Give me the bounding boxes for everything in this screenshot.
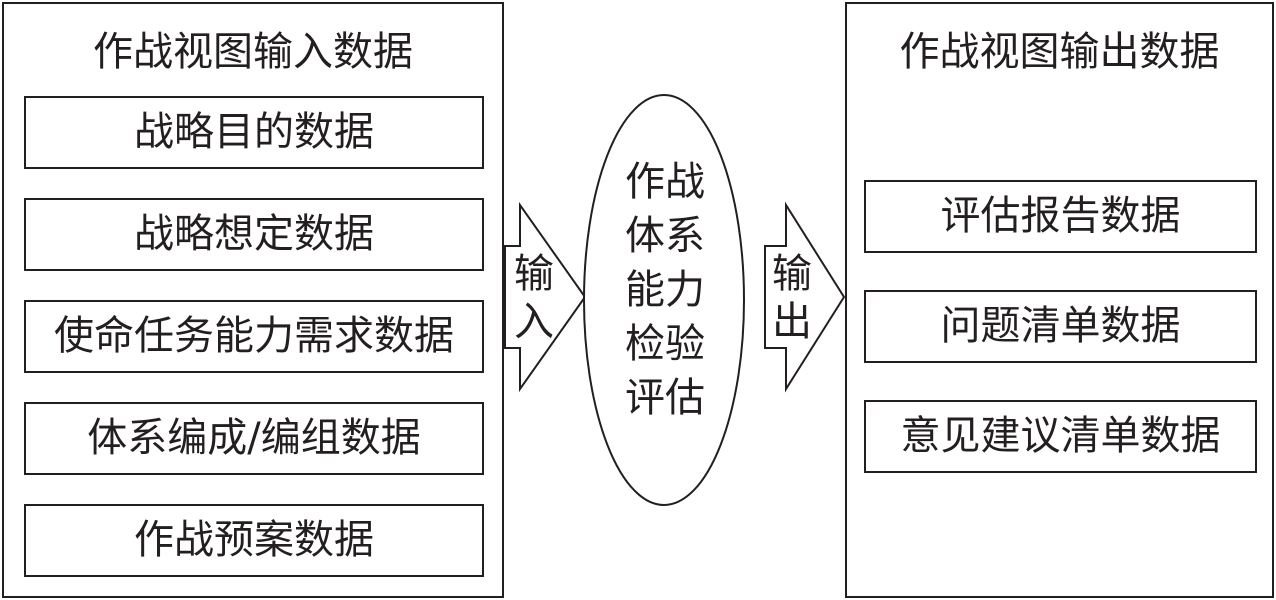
input-item-strategic-scenario: 战略想定数据 (24, 198, 484, 271)
input-item-operation-plan: 作战预案数据 (24, 504, 484, 577)
input-data-panel: 作战视图输入数据 战略目的数据 战略想定数据 使命任务能力需求数据 体系编成/编… (2, 2, 504, 598)
output-panel-title: 作战视图输出数据 (899, 29, 1220, 75)
output-item-assessment-report: 评估报告数据 (864, 180, 1257, 253)
output-item-issue-list: 问题清单数据 (864, 290, 1257, 363)
output-item-suggestion-list: 意见建议清单数据 (864, 400, 1257, 473)
input-item-mission-capability-requirements: 使命任务能力需求数据 (24, 300, 484, 373)
output-arrow-label: 输出 (772, 251, 812, 345)
input-item-force-organization: 体系编成/编组数据 (24, 402, 484, 475)
output-data-panel: 作战视图输出数据 评估报告数据 问题清单数据 意见建议清单数据 (845, 2, 1274, 598)
input-arrow-label: 输入 (514, 251, 554, 345)
input-item-strategic-purpose: 战略目的数据 (24, 96, 484, 169)
center-process-label: 作战体系能力检验评估 (625, 159, 705, 421)
input-panel-title: 作战视图输入数据 (93, 29, 413, 75)
